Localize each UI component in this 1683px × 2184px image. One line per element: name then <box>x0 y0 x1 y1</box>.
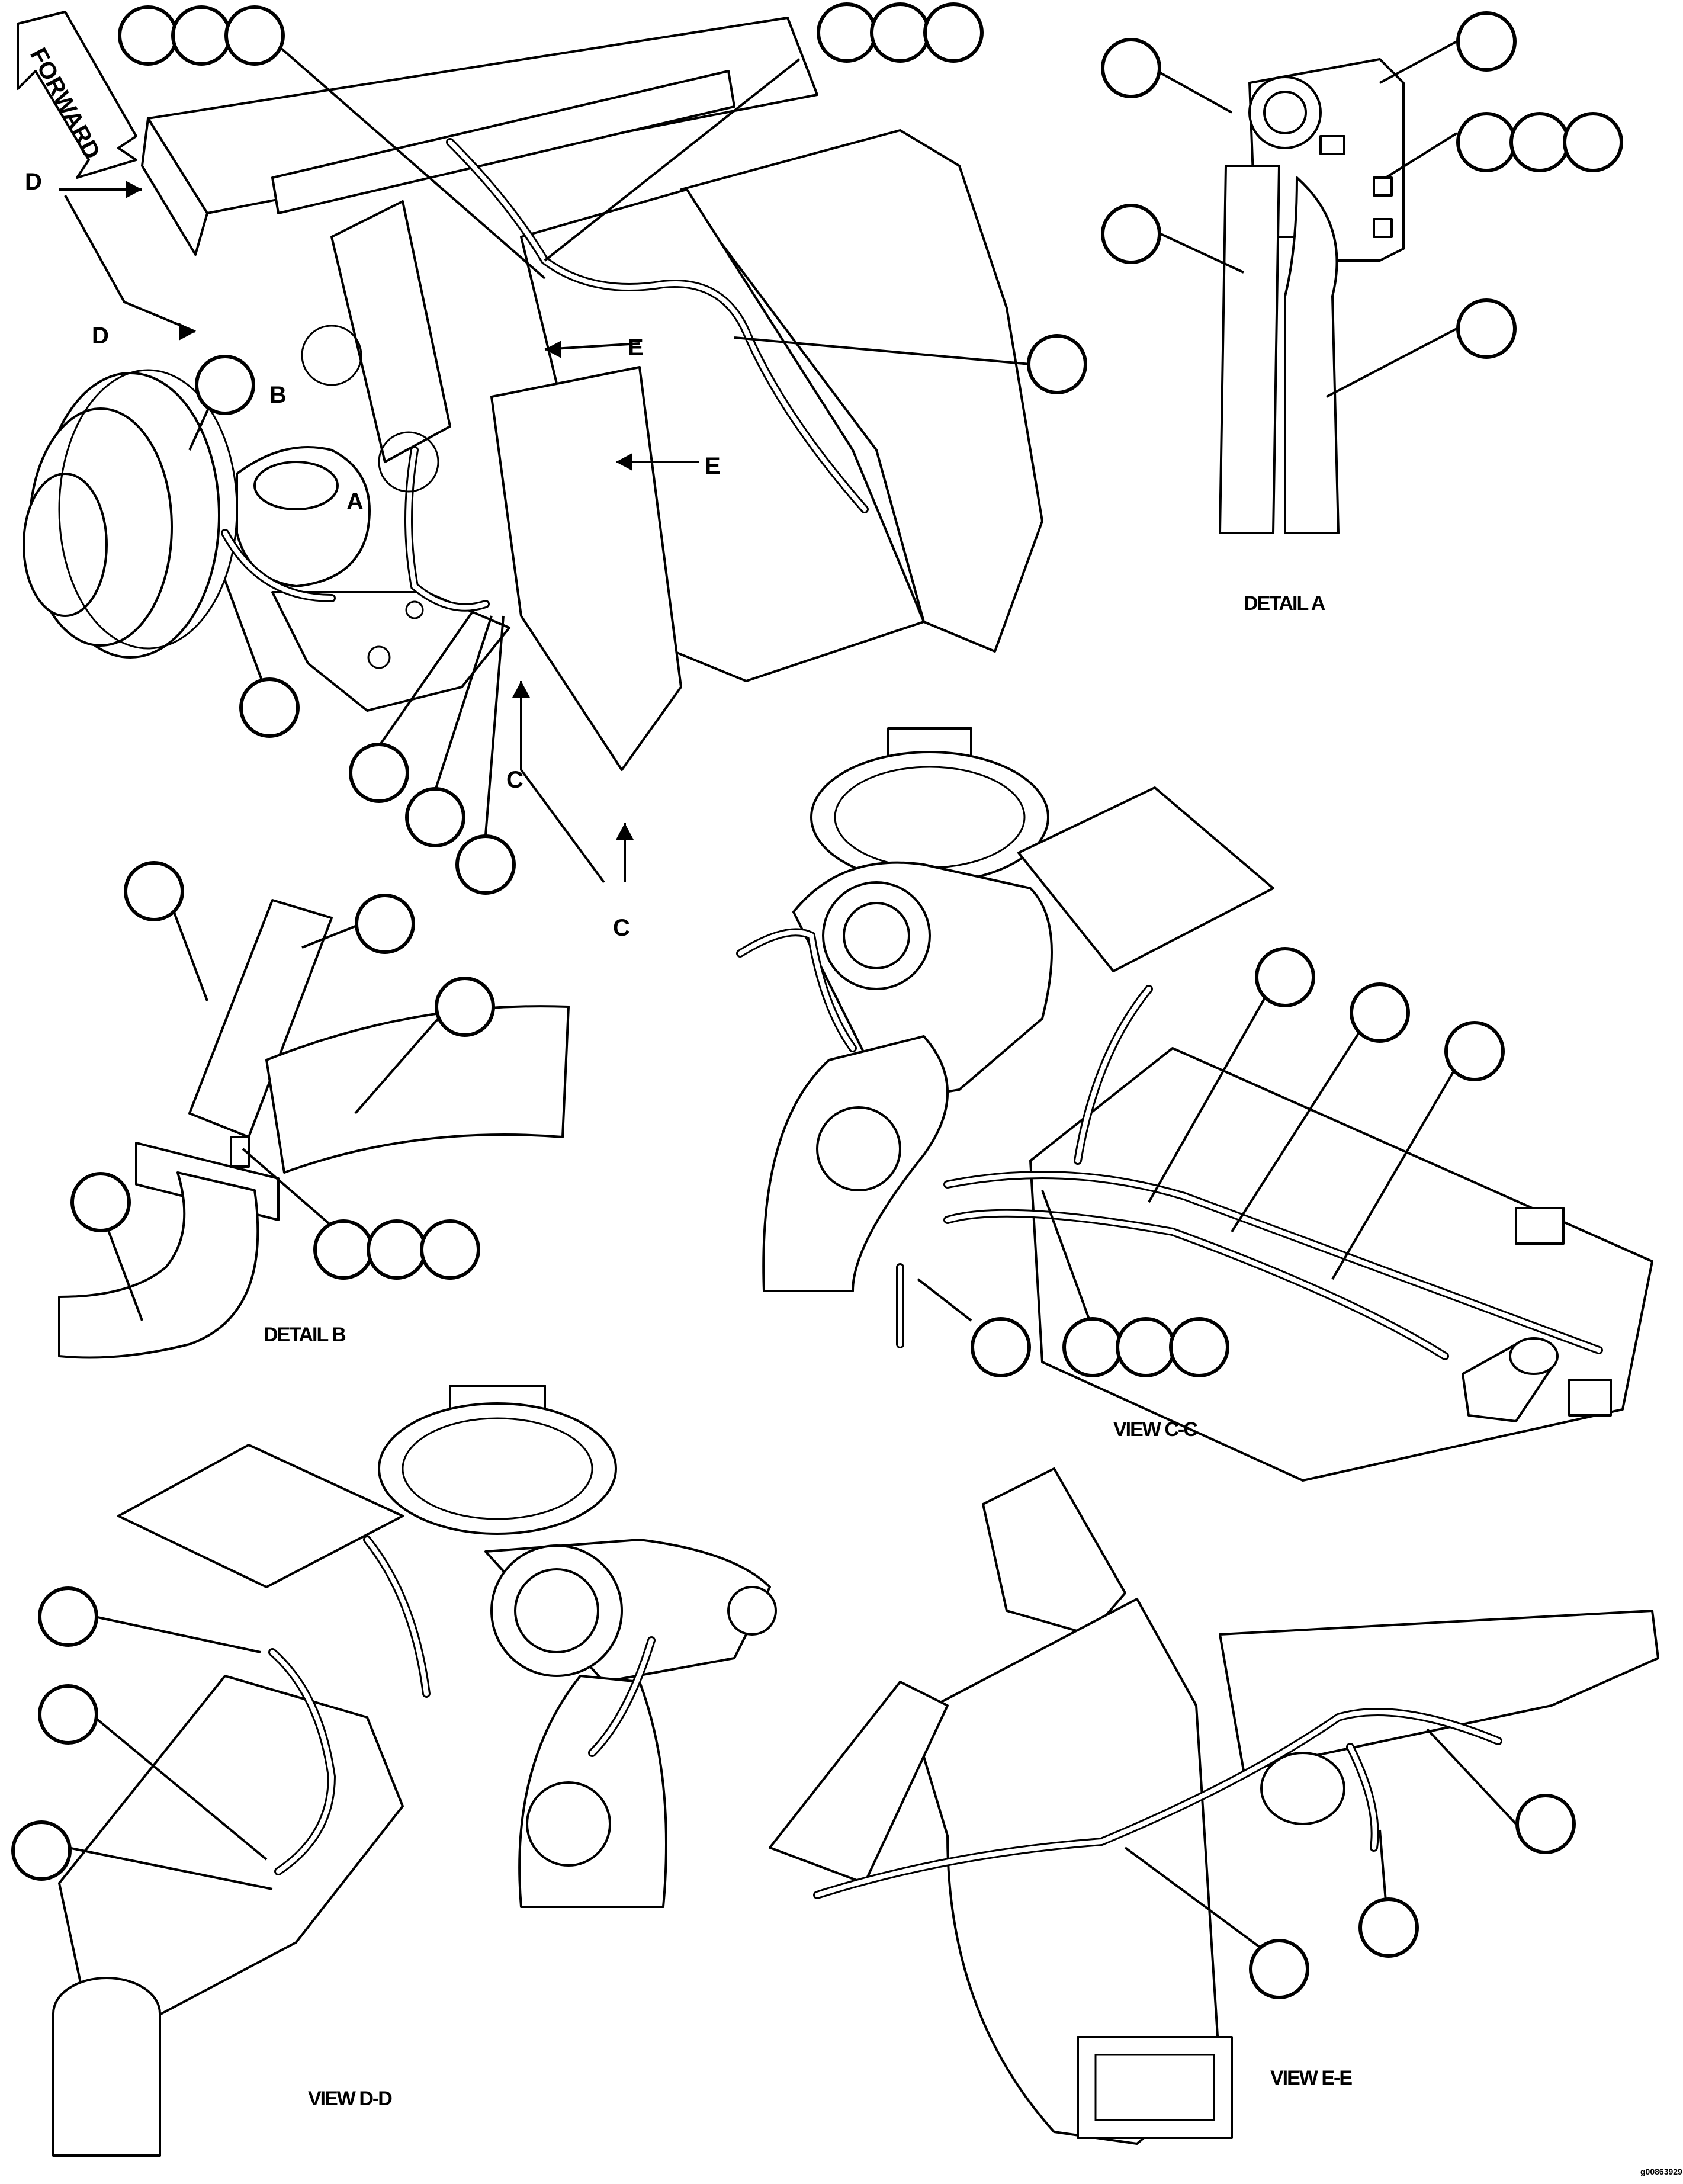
detail-a-hose-right <box>1284 176 1340 534</box>
caption-detail-b: DETAIL B <box>264 1324 346 1346</box>
view-dd-upper-plate <box>117 1444 404 1588</box>
view-ee-shroud <box>769 1681 949 1884</box>
view-ee: VIEW E-E <box>769 1467 1659 2145</box>
detail-b-hose-upper <box>265 1005 570 1174</box>
view-ee-column <box>982 1467 1126 1636</box>
detail-a: DETAIL A <box>1101 11 1623 615</box>
main-view: FORWARD D D <box>17 2 1087 941</box>
section-e-lower: E <box>705 453 721 479</box>
figure-code: g00863929 <box>1640 2167 1682 2176</box>
view-dd-turntable <box>378 1402 617 1535</box>
view-cc-turntable <box>810 751 1049 884</box>
section-e-upper: E <box>628 335 644 361</box>
wheel-hub <box>23 369 238 659</box>
view-dd: VIEW D-D <box>11 1385 777 2157</box>
caption-detail-a: DETAIL A <box>1244 592 1325 615</box>
caption-view-cc: VIEW C-C <box>1113 1418 1197 1441</box>
frame-side-plate <box>141 117 208 256</box>
main-balloons <box>118 2 1087 895</box>
deflector-plate <box>490 366 682 771</box>
view-ee-guard-panel <box>1219 1610 1659 1772</box>
view-cc: VIEW C-C <box>736 727 1653 1482</box>
view-cc-upper-plate <box>1017 786 1274 972</box>
view-ee-outlet <box>1077 2036 1233 2139</box>
detail-b: DETAIL B <box>58 861 570 1359</box>
section-c-left: C <box>506 767 523 793</box>
frame-rear-wall <box>680 129 1043 653</box>
detail-b-hose-lower <box>58 1171 259 1359</box>
frame-crossmember <box>271 70 735 214</box>
caption-view-ee: VIEW E-E <box>1270 2067 1352 2089</box>
section-c-right: C <box>613 915 630 941</box>
view-ee-tunnel <box>911 1598 1221 2145</box>
section-b: B <box>269 382 287 408</box>
section-d-upper: D <box>25 169 42 195</box>
detail-a-hose-left <box>1219 165 1280 534</box>
section-a: A <box>346 489 364 515</box>
section-d-lower: D <box>92 323 109 349</box>
knuckle-bore <box>253 461 339 510</box>
caption-view-dd: VIEW D-D <box>308 2087 392 2110</box>
frame-column <box>330 200 451 463</box>
